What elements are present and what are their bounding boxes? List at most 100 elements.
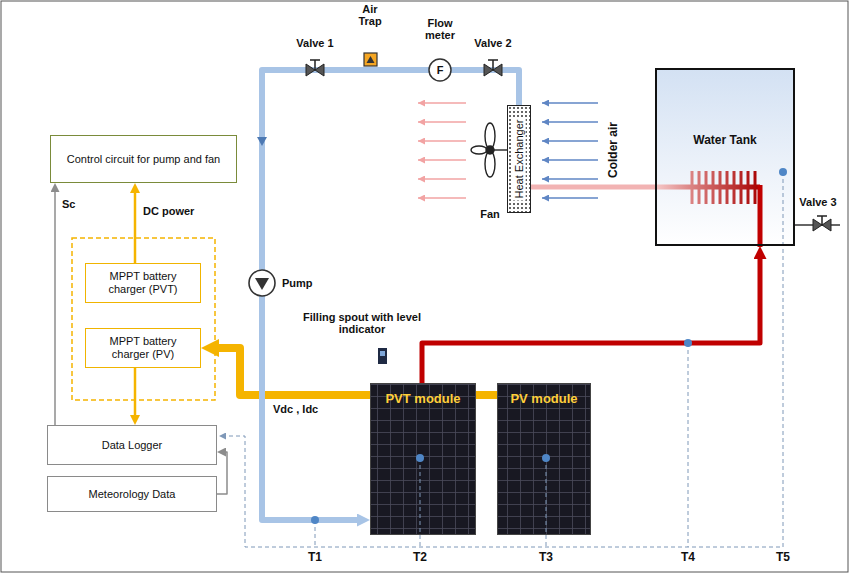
node-text: PV module bbox=[510, 392, 577, 407]
tank-coil bbox=[719, 171, 722, 204]
node-text: Heat Exchanger bbox=[513, 118, 526, 201]
fan-symbol bbox=[494, 149, 507, 150]
component-label: Air Trap bbox=[352, 3, 388, 27]
dc-power-bus bbox=[476, 391, 497, 399]
power-line bbox=[134, 193, 137, 263]
air-label: Colder air bbox=[607, 122, 620, 178]
tank-coil bbox=[747, 171, 750, 204]
component-label: Valve 3 bbox=[799, 196, 836, 208]
sensor-dot bbox=[542, 454, 550, 462]
sensor-wire bbox=[688, 343, 689, 547]
tank-coil bbox=[754, 171, 757, 204]
tank-water bbox=[655, 68, 795, 246]
node-text: MPPT battery charger (PV) bbox=[90, 335, 196, 360]
air-trap-symbol bbox=[364, 53, 377, 66]
tank-coil bbox=[698, 171, 701, 204]
valve-symbol bbox=[813, 216, 831, 231]
cold-air-arrow bbox=[542, 178, 598, 180]
hot-pipe bbox=[422, 259, 760, 383]
control-box: Control circuit for pump and fan bbox=[50, 135, 237, 183]
flow-meter-symbol bbox=[429, 59, 451, 81]
component-label: Valve 1 bbox=[296, 37, 333, 49]
sensor-dot bbox=[779, 168, 787, 176]
tank-coil bbox=[726, 171, 729, 204]
warm-pipe bbox=[531, 185, 655, 190]
sensor-wire bbox=[219, 172, 783, 547]
warm-air-arrow bbox=[418, 159, 466, 161]
water-tank: Water Tank bbox=[655, 68, 795, 246]
sensor-wire bbox=[219, 172, 783, 547]
fan-symbol bbox=[485, 151, 495, 177]
data-line bbox=[217, 452, 227, 494]
cold-air-arrow bbox=[542, 140, 598, 142]
pvt-module: PVT module bbox=[370, 383, 476, 535]
sensor-wire bbox=[420, 458, 421, 547]
dc-power-bus bbox=[219, 348, 370, 395]
tank-coil bbox=[758, 185, 763, 247]
sensor-label: T2 bbox=[413, 551, 427, 564]
sensor-dot bbox=[311, 168, 787, 524]
warm-air-arrow bbox=[418, 197, 466, 199]
charger-group-box bbox=[72, 238, 215, 400]
tank-coil bbox=[712, 171, 715, 204]
tank-coil bbox=[740, 171, 743, 204]
fan-symbol bbox=[471, 123, 507, 177]
charger-box: MPPT battery charger (PVT) bbox=[85, 263, 201, 303]
sensor-dot bbox=[416, 454, 424, 462]
tank-coil bbox=[655, 171, 760, 247]
heat-exchanger: Heat Exchanger bbox=[507, 105, 531, 213]
component-label: Pump bbox=[282, 277, 313, 289]
fan-symbol bbox=[471, 146, 487, 154]
valve-symbol bbox=[817, 216, 827, 225]
node-text: PVT module bbox=[385, 392, 460, 407]
power-line bbox=[134, 368, 137, 415]
fan-symbol bbox=[485, 123, 495, 149]
node-text: Control circuit for pump and fan bbox=[67, 153, 220, 166]
component-label: Fan bbox=[480, 208, 500, 220]
cold-air-arrow bbox=[542, 102, 598, 104]
pump-symbol bbox=[249, 270, 275, 296]
sensor-dot bbox=[311, 516, 319, 524]
sensor-label: T3 bbox=[539, 551, 553, 564]
fan-symbol bbox=[486, 146, 494, 154]
sensor-dot bbox=[684, 339, 692, 347]
charger-box: MPPT battery charger (PV) bbox=[85, 328, 201, 368]
meter-symbol-letter: F bbox=[437, 64, 444, 76]
level-indicator bbox=[380, 351, 385, 356]
warm-air-arrow bbox=[418, 102, 466, 104]
tank-coil bbox=[733, 171, 736, 204]
component-label: Valve 2 bbox=[474, 37, 511, 49]
component-label: Filling spout with level indicator bbox=[287, 311, 437, 335]
data-box: Meteorology Data bbox=[47, 476, 217, 512]
pv-panel bbox=[497, 383, 591, 535]
cold-air-arrow bbox=[542, 197, 598, 199]
node-text: MPPT battery charger (PVT) bbox=[90, 270, 196, 295]
warm-air-arrow bbox=[418, 140, 466, 142]
node-text: Water Tank bbox=[693, 134, 756, 148]
node-text: Data Logger bbox=[102, 439, 163, 452]
node-text: Meteorology Data bbox=[89, 488, 176, 501]
warm-air-arrow bbox=[418, 121, 466, 123]
pvt-panel bbox=[370, 383, 476, 535]
sensor-wire bbox=[315, 520, 316, 547]
sensor-label: T5 bbox=[776, 551, 790, 564]
valve-symbol bbox=[488, 60, 498, 70]
warm-air-arrow bbox=[418, 178, 466, 180]
logger-box: Data Logger bbox=[47, 425, 217, 465]
cold-air-arrow bbox=[542, 159, 598, 161]
flow-arrow bbox=[257, 137, 267, 146]
pv-module: PV module bbox=[497, 383, 591, 535]
pump-symbol bbox=[255, 278, 269, 290]
sensor-label: T1 bbox=[308, 551, 322, 564]
valve-symbol bbox=[306, 60, 324, 76]
cold-air-arrow bbox=[542, 121, 598, 123]
filling-spout bbox=[378, 348, 387, 364]
tank-coil bbox=[705, 171, 708, 204]
edge-label: Sc bbox=[61, 198, 76, 210]
sensor-label: T4 bbox=[681, 551, 695, 564]
cold-pipe bbox=[262, 70, 519, 520]
valve-symbol bbox=[484, 60, 502, 76]
edge-label: DC power bbox=[142, 205, 195, 217]
